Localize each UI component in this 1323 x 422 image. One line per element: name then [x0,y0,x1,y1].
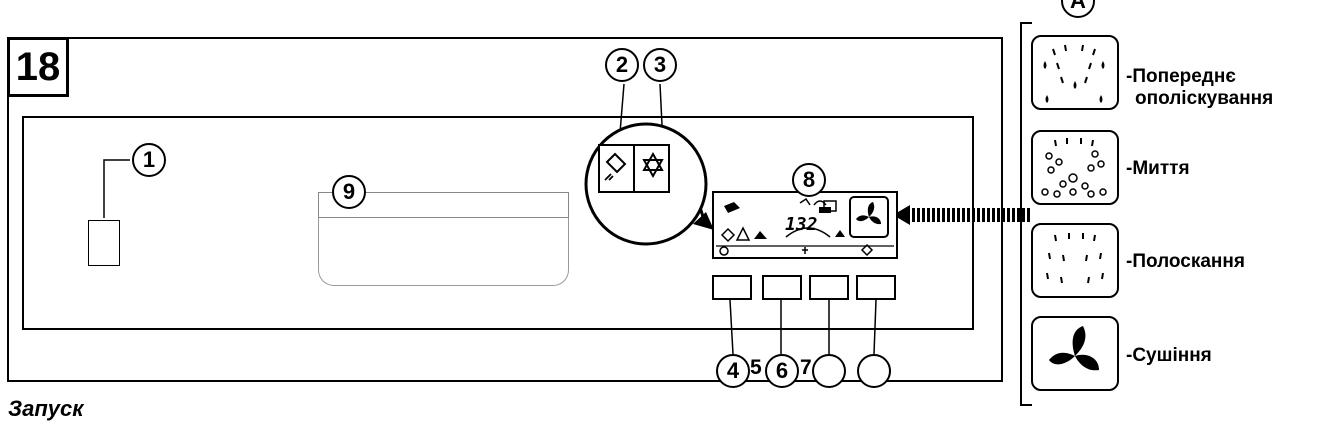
legend-label-wash: -Миття [1126,158,1190,179]
legend-bracket [1020,22,1022,406]
detergent-bin [318,218,569,286]
callout-blank-1 [812,354,846,388]
button-6[interactable] [809,275,849,300]
legend-label-pre-rinse: -Попереднє ополіскування [1126,66,1274,109]
figure-number: 18 [7,37,69,97]
rinse-aid-icon [642,152,664,178]
legend-label-dry: -Сушіння [1126,345,1212,366]
magnifier-circle [584,122,708,246]
control-panel-inner [22,116,974,330]
rinse-icon [1031,223,1119,298]
callout-7: 7 [800,356,812,379]
callout-8: 8 [792,163,826,197]
callout-4: 4 [716,354,750,388]
legend-label-rinse: -Полоскання [1126,251,1245,272]
display-readout: 132 [785,214,818,235]
callout-5: 5 [750,356,762,379]
button-7[interactable] [856,275,896,300]
pre-rinse-icon [1031,35,1119,110]
legend-bracket-top [1020,22,1032,24]
wash-icon [1031,130,1119,205]
callout-6: 6 [765,354,799,388]
display-indicators [716,196,894,257]
callout-3: 3 [643,48,677,82]
salt-refill-icon [604,152,627,181]
fan-icon [1031,316,1119,391]
button-5[interactable] [762,275,802,300]
button-4[interactable] [712,275,752,300]
legend-bracket-bottom [1020,404,1032,406]
callout-2: 2 [605,48,639,82]
callout-blank-2 [857,354,891,388]
callout-9: 9 [332,175,366,209]
drying-indicator-icon [850,206,892,250]
main-switch[interactable] [88,220,120,266]
figure-caption: Запуск [8,396,84,421]
callout-1: 1 [132,143,166,177]
